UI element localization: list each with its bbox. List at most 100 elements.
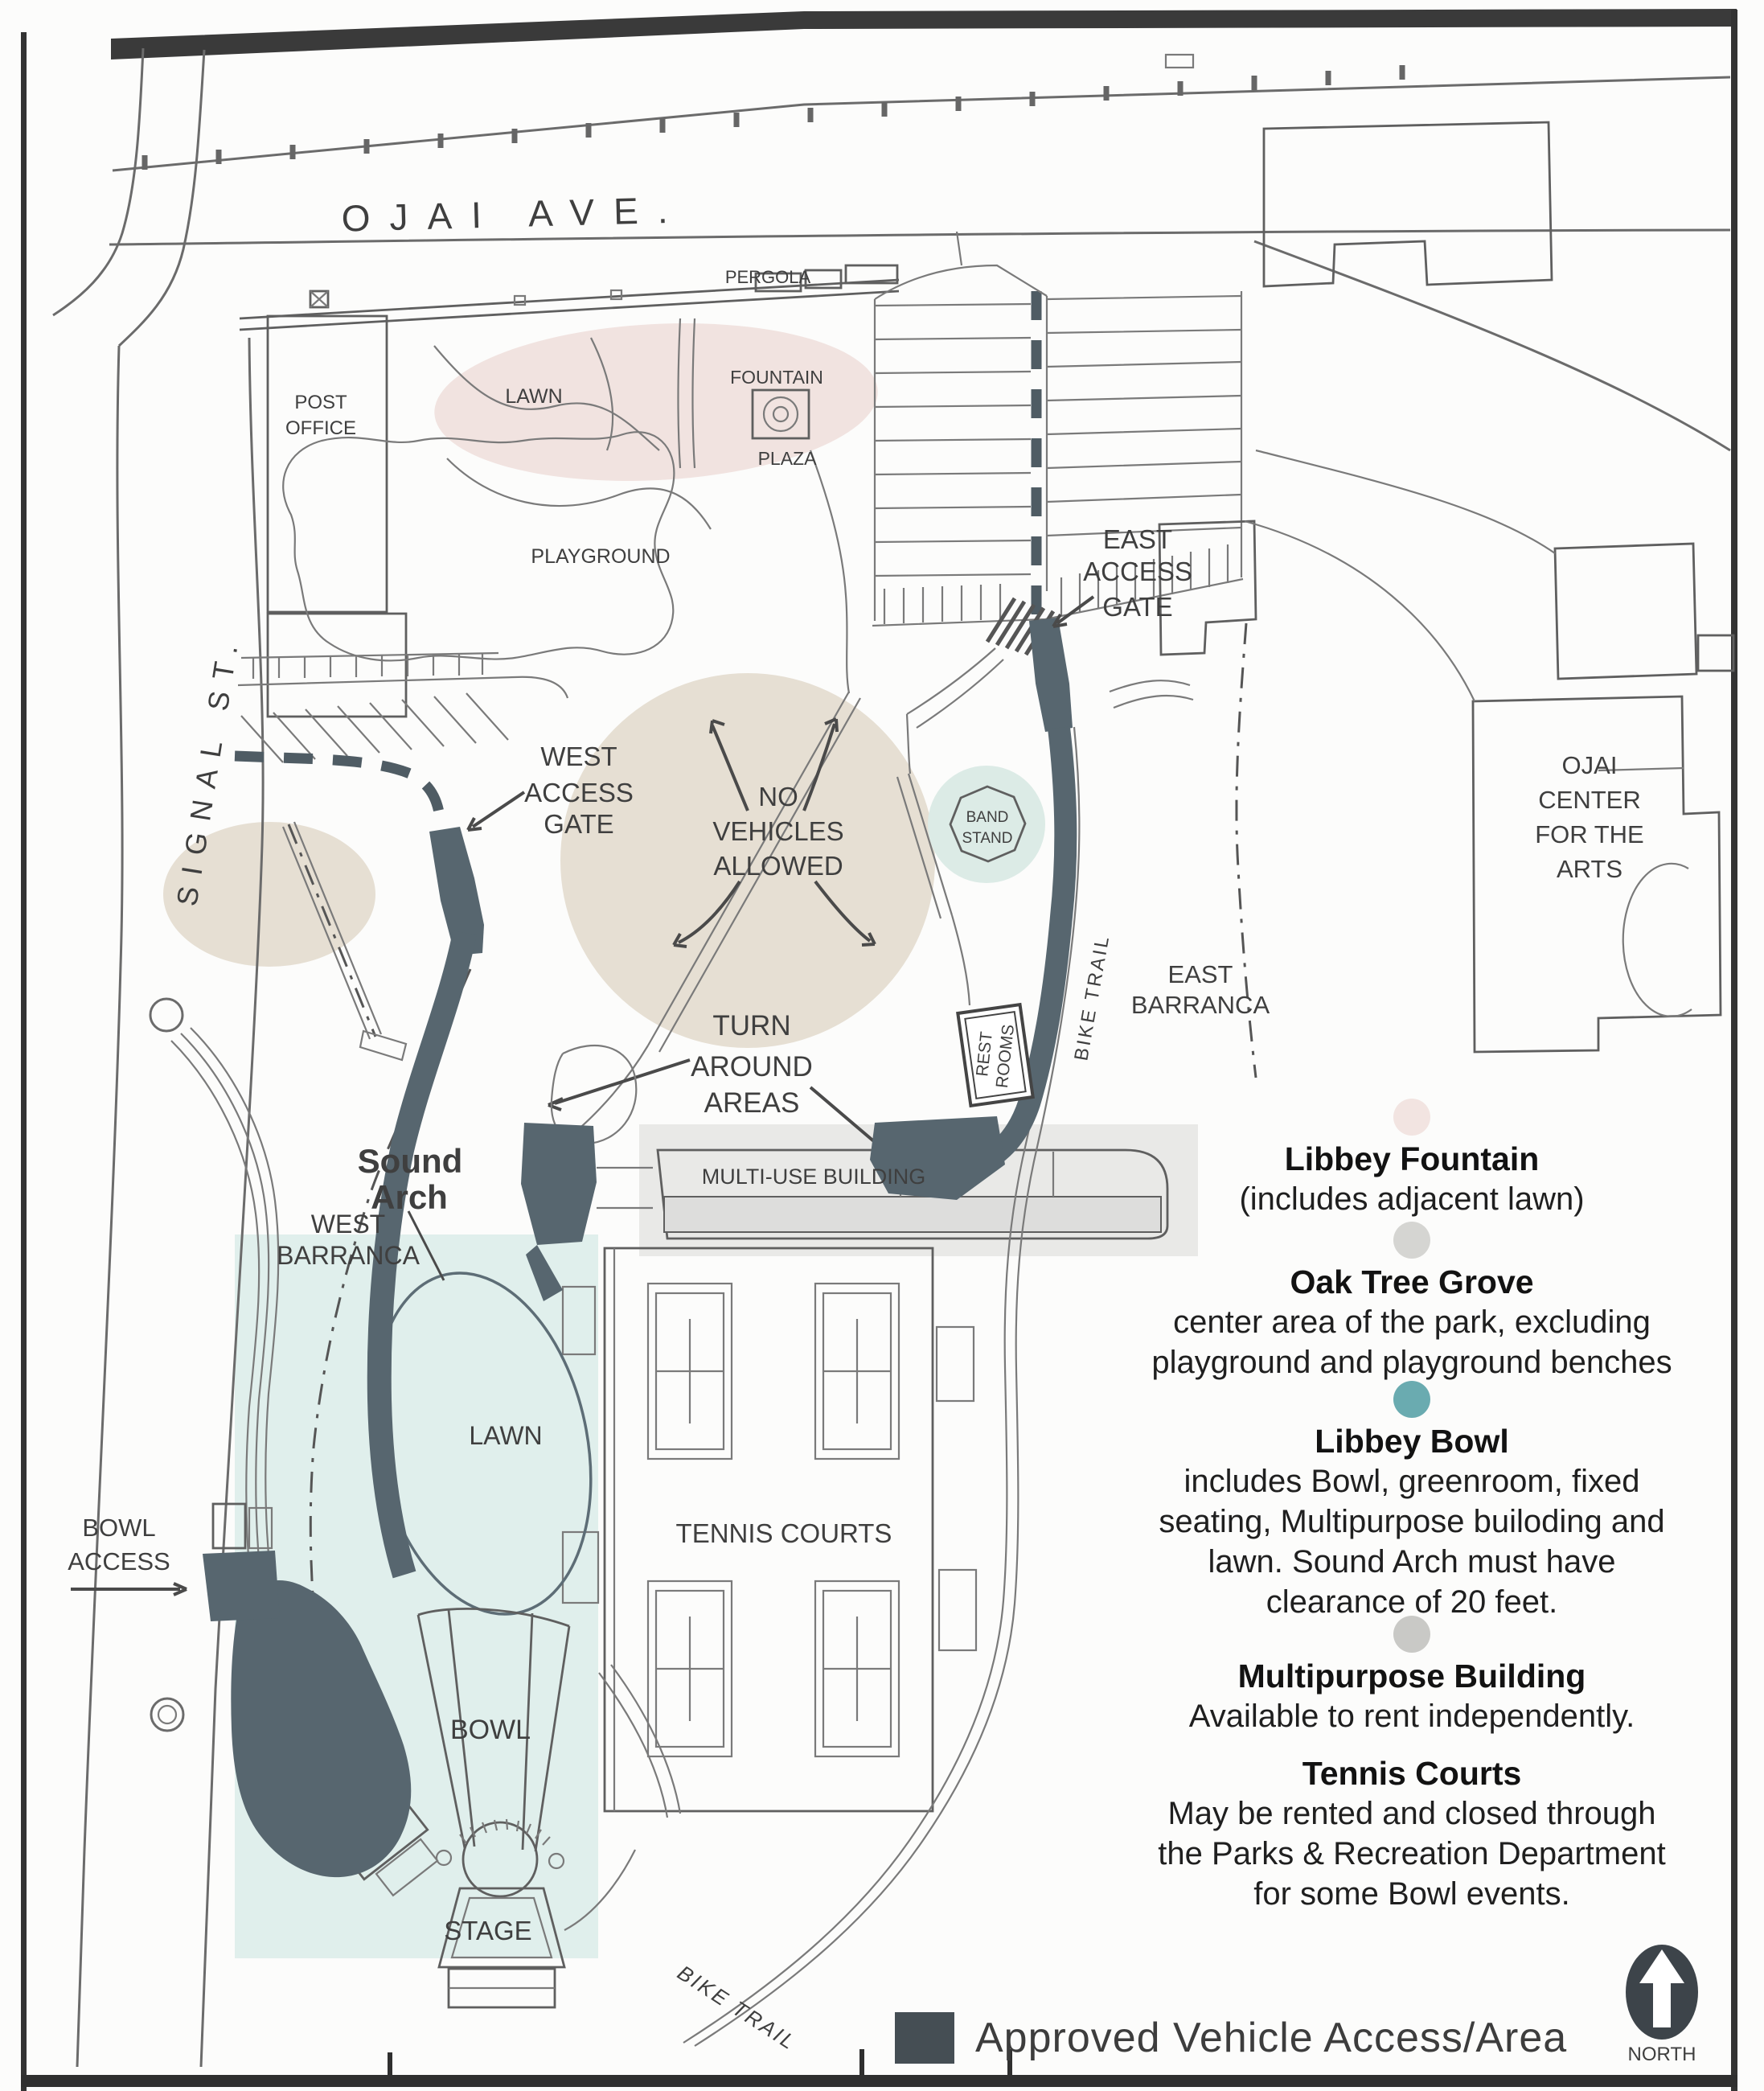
ojai-ave-label: OJAI AVE. bbox=[341, 188, 687, 239]
legend-title: Tennis Courts bbox=[1302, 1755, 1522, 1792]
svg-text:FOR THE: FOR THE bbox=[1535, 820, 1644, 848]
multiuse-building bbox=[656, 1148, 1169, 1240]
lawn-bowl-label: LAWN bbox=[469, 1421, 542, 1450]
east-parking bbox=[872, 231, 1244, 656]
svg-text:VEHICLES: VEHICLES bbox=[712, 816, 843, 846]
stage-structure bbox=[437, 1887, 566, 1969]
svg-text:GATE: GATE bbox=[1102, 592, 1172, 622]
streets bbox=[52, 47, 1731, 2068]
svg-text:GATE: GATE bbox=[544, 809, 613, 839]
plaza-label: PLAZA bbox=[758, 448, 818, 469]
legend-item-tennis-courts: Tennis Courts May be rented and closed t… bbox=[1069, 1753, 1754, 1914]
sound-arch-pointer bbox=[407, 1210, 445, 1281]
vehicle-access-areas bbox=[203, 618, 1077, 1878]
arts-center-building bbox=[1471, 695, 1722, 1054]
vehicle-access-swatch bbox=[895, 2012, 954, 2064]
pergola-label: PERGOLA bbox=[725, 267, 811, 287]
bandstand-overlay bbox=[928, 766, 1045, 883]
oak-grove-center-overlay bbox=[560, 673, 935, 1048]
svg-text:OFFICE: OFFICE bbox=[285, 417, 356, 439]
vehicle-access-label: Approved Vehicle Access/Area bbox=[975, 2015, 1568, 2061]
ojai-center-label: OJAI bbox=[1562, 751, 1618, 779]
post-office-label: POST bbox=[294, 392, 347, 413]
svg-text:AREAS: AREAS bbox=[704, 1087, 800, 1119]
north-arrow: NORTH bbox=[1626, 1945, 1698, 2065]
svg-text:CENTER: CENTER bbox=[1538, 786, 1640, 814]
east-gate-hatch bbox=[985, 597, 1056, 656]
svg-text:AROUND: AROUND bbox=[691, 1051, 813, 1082]
libbey-fountain-overlay bbox=[434, 323, 878, 481]
west-gate-arrow bbox=[466, 791, 526, 832]
street-roundabout bbox=[149, 997, 184, 1033]
north-label: NORTH bbox=[1628, 2044, 1696, 2065]
west-barranca-creek bbox=[170, 968, 472, 1674]
central-promenade bbox=[647, 691, 861, 1053]
west-parking bbox=[234, 651, 569, 1062]
no-vehicles-label: NO bbox=[758, 782, 798, 811]
north-park bbox=[239, 264, 900, 718]
legend-dot-gray bbox=[1393, 1222, 1430, 1259]
svg-text:ACCESS: ACCESS bbox=[1083, 557, 1192, 586]
legend-dot-gray bbox=[1393, 1616, 1430, 1653]
east-gate-arrow bbox=[1052, 595, 1095, 628]
multi-use-building-label: MULTI-USE BUILDING bbox=[702, 1165, 926, 1189]
west-access-gate-label: WEST bbox=[540, 742, 617, 771]
west-vehicle-route-dashed bbox=[234, 750, 446, 826]
legend-item-multipurpose-building: Multipurpose Building Available to rent … bbox=[1069, 1616, 1754, 1736]
bowl-access-area bbox=[203, 1551, 280, 1621]
playground-label: PLAYGROUND bbox=[531, 545, 670, 568]
bowl-seating-fan bbox=[416, 1609, 571, 1852]
stage-label: STAGE bbox=[444, 1916, 531, 1945]
east-side bbox=[1109, 121, 1735, 1078]
legend-item-oak-tree-grove: Oak Tree Grove center area of the park, … bbox=[1069, 1222, 1754, 1382]
tennis-court bbox=[646, 1282, 733, 1460]
legend-title: Libbey Fountain bbox=[1284, 1140, 1540, 1177]
svg-text:BARRANCA: BARRANCA bbox=[277, 1241, 420, 1270]
bowl-access-label: BOWL bbox=[82, 1514, 155, 1542]
turn-around-label: TURN bbox=[712, 1010, 790, 1041]
svg-text:ACCESS: ACCESS bbox=[68, 1547, 170, 1575]
sound-arch-label: Sound bbox=[358, 1142, 463, 1180]
lawn-north-label: LAWN bbox=[505, 385, 562, 408]
fountain-structure bbox=[751, 388, 810, 440]
legend-title: Multipurpose Building bbox=[1237, 1658, 1586, 1695]
bowl-label: BOWL bbox=[450, 1715, 531, 1745]
legend-title: Oak Tree Grove bbox=[1290, 1263, 1534, 1300]
legend-item-libbey-bowl: Libbey Bowl includes Bowl, greenroom, fi… bbox=[1069, 1381, 1754, 1622]
ojai-ave-tick-marks bbox=[142, 65, 1405, 170]
tennis-courts-label: TENNIS COURTS bbox=[676, 1518, 892, 1548]
legend-dot-teal bbox=[1393, 1381, 1430, 1418]
page-frame bbox=[21, 9, 1737, 2091]
legend-dot-pink bbox=[1393, 1099, 1430, 1136]
tennis-court bbox=[646, 1580, 733, 1758]
post-office-building bbox=[266, 314, 388, 614]
tennis-courts bbox=[561, 1247, 978, 1813]
bowl-dark-area bbox=[231, 1580, 412, 1878]
east-access-gate-label: EAST bbox=[1103, 524, 1172, 554]
street-culdesac bbox=[150, 1697, 185, 1732]
svg-text:ARTS: ARTS bbox=[1557, 855, 1622, 883]
vehicle-access-legend: Approved Vehicle Access/Area bbox=[895, 2012, 1567, 2064]
bike-trail-south-label: BIKE TRAIL bbox=[673, 1961, 801, 2056]
svg-text:Arch: Arch bbox=[371, 1178, 448, 1216]
rest-rooms-building bbox=[956, 1002, 1035, 1108]
park-center bbox=[548, 647, 1027, 1210]
legend-title: Libbey Bowl bbox=[1315, 1423, 1509, 1460]
bowl-access-arrow bbox=[71, 1582, 187, 1596]
svg-text:BARRANCA: BARRANCA bbox=[1131, 991, 1270, 1019]
svg-text:ALLOWED: ALLOWED bbox=[713, 851, 843, 881]
east-barranca-creek bbox=[1235, 622, 1257, 1078]
bandstand-octagon bbox=[949, 785, 1027, 863]
east-barranca-label: EAST bbox=[1168, 960, 1233, 988]
pointer-arrows bbox=[71, 595, 1095, 1596]
no-vehicles-arrows bbox=[672, 717, 876, 948]
bike-trail-east-label: BIKE TRAIL bbox=[1070, 933, 1114, 1062]
svg-text:STAND: STAND bbox=[962, 830, 1013, 847]
svg-text:ACCESS: ACCESS bbox=[524, 778, 634, 807]
tennis-court bbox=[814, 1580, 900, 1758]
fountain-label: FOUNTAIN bbox=[730, 367, 823, 388]
band-stand-label: BAND bbox=[966, 809, 1009, 826]
legend-item-libbey-fountain: Libbey Fountain (includes adjacent lawn) bbox=[1069, 1099, 1754, 1219]
